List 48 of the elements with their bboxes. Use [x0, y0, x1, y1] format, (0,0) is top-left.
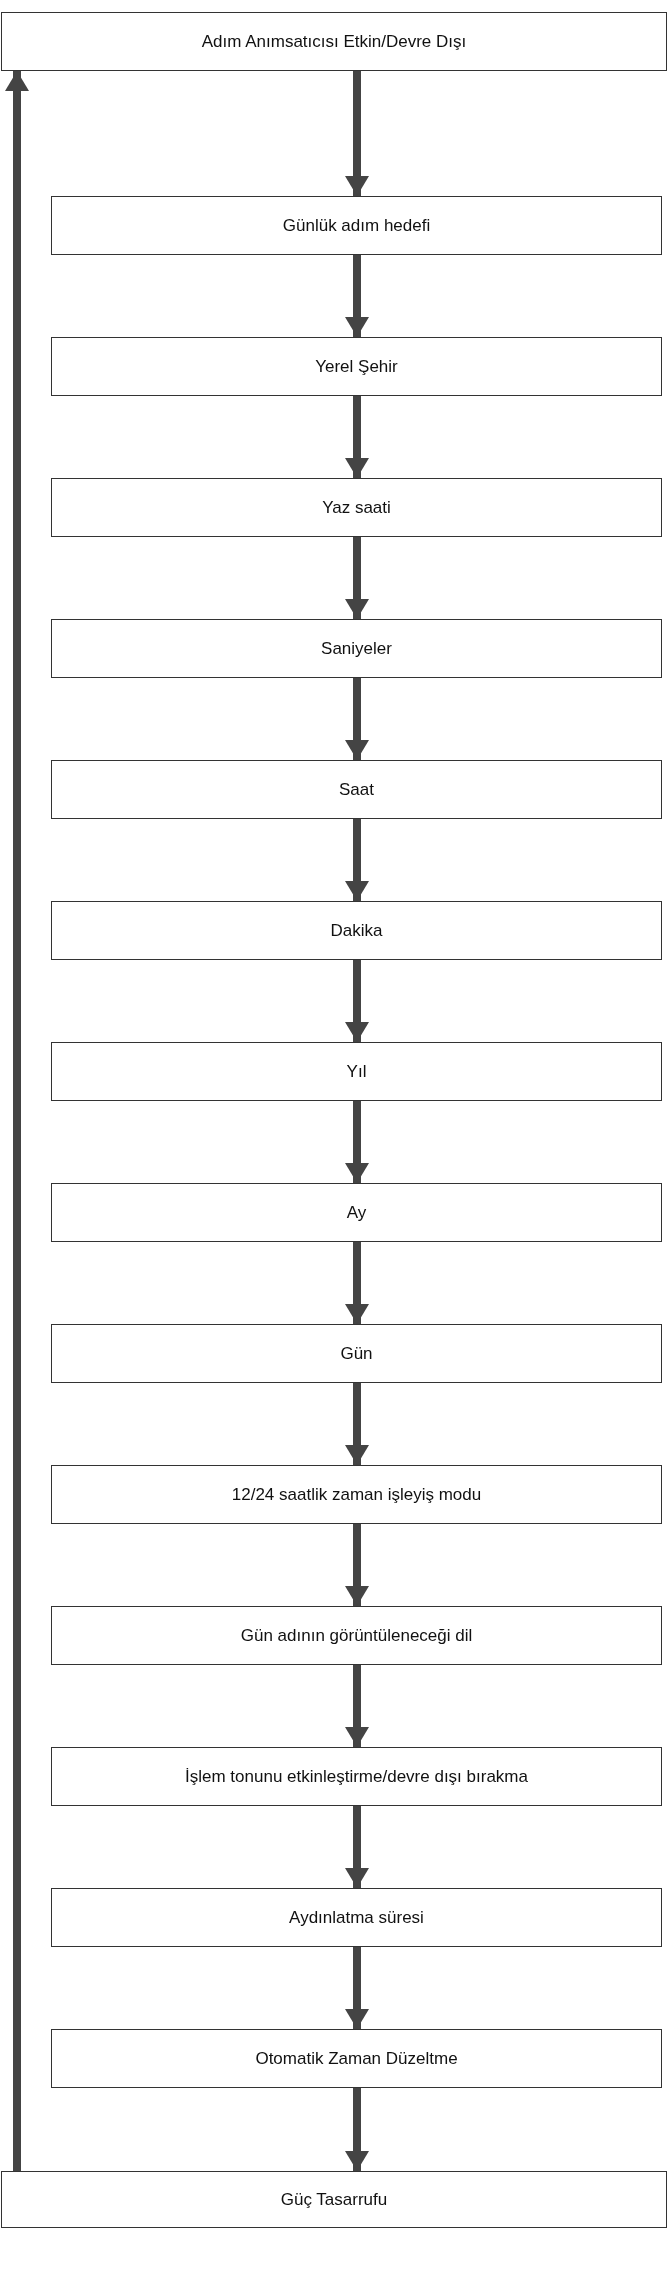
- step-label: Güç Tasarrufu: [280, 2189, 388, 2210]
- step-label: Saat: [339, 779, 374, 800]
- step-box: [51, 1747, 662, 1806]
- step-box: [1, 12, 667, 71]
- step-label: Yaz saati: [322, 497, 391, 518]
- step-box: [1, 2171, 667, 2228]
- step-box: [51, 1465, 662, 1524]
- step-label: 12/24 saatlik zaman işleyiş modu: [231, 1484, 482, 1505]
- step-box: [51, 337, 662, 396]
- step-box: [51, 1324, 662, 1383]
- arrow: [345, 396, 369, 478]
- step-label: Adım Anımsatıcısı Etkin/Devre Dışı: [201, 31, 467, 52]
- arrow: [345, 537, 369, 619]
- step-box: [51, 901, 662, 960]
- step-label: Ay: [346, 1202, 367, 1223]
- arrow: [345, 1806, 369, 1888]
- step-label: Yerel Şehir: [315, 356, 398, 377]
- step-box: [51, 1888, 662, 1947]
- step-box: [51, 478, 662, 537]
- step-box: [51, 1183, 662, 1242]
- step-label: Yıl: [346, 1061, 367, 1082]
- arrow: [345, 678, 369, 760]
- step-label: Aydınlatma süresi: [289, 1907, 424, 1928]
- arrow: [345, 2088, 369, 2171]
- arrow: [345, 1101, 369, 1183]
- step-box: [51, 619, 662, 678]
- step-box: [51, 196, 662, 255]
- arrow: [345, 1947, 369, 2029]
- step-box: [51, 760, 662, 819]
- step-label: Gün adının görüntüleneceği dil: [240, 1625, 473, 1646]
- step-box: [51, 2029, 662, 2088]
- arrow: [345, 1524, 369, 1606]
- step-label: Otomatik Zaman Düzeltme: [255, 2048, 458, 2069]
- arrow: [345, 960, 369, 1042]
- arrow: [345, 1242, 369, 1324]
- step-label: Dakika: [330, 920, 383, 941]
- arrow: [345, 819, 369, 901]
- step-label: Günlük adım hedefi: [282, 215, 431, 236]
- step-box: [51, 1042, 662, 1101]
- step-label: İşlem tonunu etkinleştirme/devre dışı bırakma: [185, 1766, 528, 1787]
- arrow: [345, 255, 369, 337]
- arrow: [345, 1665, 369, 1747]
- step-label: Saniyeler: [321, 638, 392, 659]
- step-label: Gün: [340, 1343, 373, 1364]
- arrow: [5, 71, 29, 2171]
- arrow: [345, 71, 369, 196]
- step-box: [51, 1606, 662, 1665]
- arrow: [345, 1383, 369, 1465]
